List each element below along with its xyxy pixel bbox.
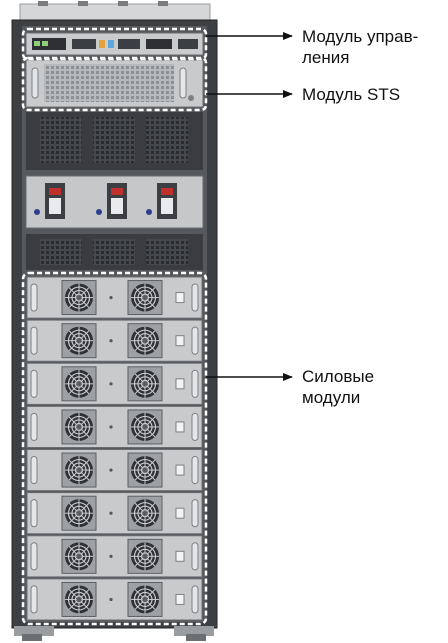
bypass-switch-1 <box>45 183 65 219</box>
fan-icon <box>127 280 163 316</box>
indicator-light-2 <box>96 209 102 215</box>
sts-module-highlight <box>21 56 208 112</box>
power-module-1 <box>26 276 203 319</box>
upper-vent-panel <box>26 112 203 170</box>
lower-vent-panel <box>26 234 203 270</box>
control-module-label-line2: ления <box>302 48 350 67</box>
bypass-switch-2 <box>107 183 127 219</box>
switch-panel <box>25 175 204 229</box>
power-module-5 <box>26 449 203 492</box>
fan-icon <box>127 366 163 402</box>
fan-icon <box>61 538 97 574</box>
sts-module <box>25 59 204 108</box>
fan-icon <box>61 366 97 402</box>
power-module-4 <box>26 405 203 448</box>
control-module <box>25 32 204 56</box>
fan-icon <box>61 280 97 316</box>
fan-icon <box>127 581 163 617</box>
cabinet-top-cap <box>19 1 211 25</box>
sts-module-label-line1: Модуль STS <box>302 85 401 104</box>
power-module-2 <box>26 319 203 362</box>
power-module-6 <box>26 492 203 535</box>
fan-icon <box>61 409 97 445</box>
power-module-3 <box>26 362 203 405</box>
power-modules-label: Силовые модули <box>302 366 374 408</box>
fan-icon <box>61 452 97 488</box>
control-module-label-line1: Модуль управ- <box>302 27 419 46</box>
power-modules-label-line2: модули <box>302 388 361 407</box>
fan-icon <box>127 323 163 359</box>
power-modules-stack <box>26 276 203 621</box>
indicator-light-1 <box>34 209 40 215</box>
fan-icon <box>127 538 163 574</box>
bypass-switch-3 <box>157 183 177 219</box>
power-module-8 <box>26 578 203 621</box>
fan-icon <box>127 452 163 488</box>
sts-module-label: Модуль STS <box>302 84 400 105</box>
fan-icon <box>127 409 163 445</box>
fan-icon <box>61 323 97 359</box>
control-module-label: Модуль управ- ления <box>302 26 418 68</box>
indicator-light-3 <box>146 209 152 215</box>
power-modules-label-line1: Силовые <box>302 367 375 386</box>
fan-icon <box>127 495 163 531</box>
fan-icon <box>61 581 97 617</box>
power-module-7 <box>26 535 203 578</box>
fan-icon <box>61 495 97 531</box>
cabinet-feet <box>14 626 214 641</box>
